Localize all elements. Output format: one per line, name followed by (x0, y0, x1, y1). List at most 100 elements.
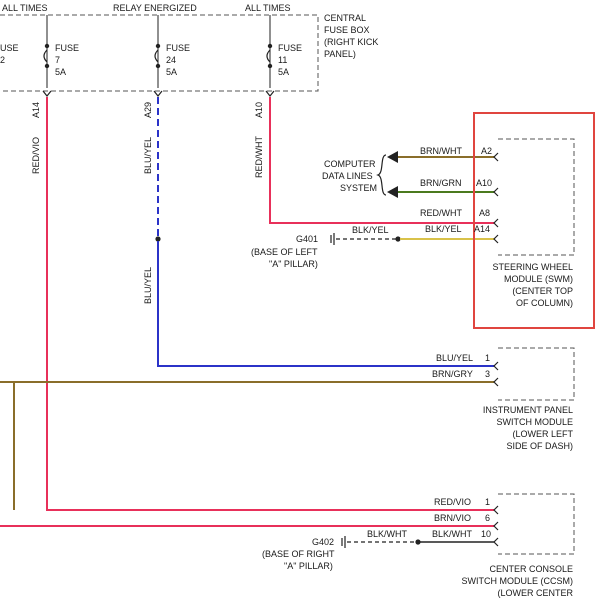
ipsm-pins: BLU/YEL 1 BRN/GRY 3 (432, 353, 490, 379)
svg-text:FUSE: FUSE (55, 43, 79, 53)
svg-text:11: 11 (278, 55, 287, 65)
ground-splice (395, 236, 401, 242)
fuse-partial-number: 2 (0, 55, 5, 65)
svg-text:24: 24 (166, 55, 176, 65)
svg-text:STEERING WHEEL: STEERING WHEEL (492, 262, 573, 272)
swm-title: STEERING WHEEL MODULE (SWM) (CENTER TOP … (492, 262, 573, 308)
arrow-brn-grn-icon (387, 186, 398, 198)
arrow-brn-wht-icon (387, 151, 398, 163)
ccsm-outline (498, 493, 575, 555)
svg-text:RED/WHT: RED/WHT (420, 208, 462, 218)
svg-text:(LOWER LEFT: (LOWER LEFT (512, 429, 573, 439)
wire-label-red-wht: RED/WHT (254, 136, 264, 178)
g402-wire-label: BLK/WHT (367, 529, 408, 539)
fuse-box-outline (0, 14, 319, 92)
svg-text:A2: A2 (481, 146, 492, 156)
svg-text:6: 6 (485, 513, 490, 523)
ipsm-outline (498, 347, 575, 401)
svg-text:FUSE BOX: FUSE BOX (324, 25, 370, 35)
svg-text:5A: 5A (166, 67, 177, 77)
wire-red-vio (46, 97, 494, 511)
g401-id: G401 (296, 234, 318, 244)
connector-a29-icon (153, 90, 163, 97)
wire-label-red-vio: RED/VIO (31, 137, 41, 174)
g402-location: (BASE OF RIGHT "A" PILLAR) (262, 549, 335, 571)
svg-text:PANEL): PANEL) (324, 49, 356, 59)
svg-text:BLK/YEL: BLK/YEL (425, 224, 462, 234)
svg-text:(BASE OF RIGHT: (BASE OF RIGHT (262, 549, 335, 559)
svg-text:OF COLUMN): OF COLUMN) (516, 298, 573, 308)
terminal-a29: A29 (143, 102, 153, 118)
fuse-partial-label: USE (0, 43, 19, 53)
ipsm-pin-connectors (493, 361, 499, 387)
svg-text:1: 1 (485, 497, 490, 507)
svg-text:BLU/YEL: BLU/YEL (436, 353, 473, 363)
g401-wire-label: BLK/YEL (352, 225, 389, 235)
hot-at-all-times-left: ALL TIMES (2, 3, 48, 13)
svg-text:1: 1 (485, 353, 490, 363)
svg-text:(BASE OF LEFT: (BASE OF LEFT (251, 247, 318, 257)
svg-text:CENTER CONSOLE: CENTER CONSOLE (489, 564, 573, 574)
svg-text:INSTRUMENT PANEL: INSTRUMENT PANEL (483, 405, 573, 415)
swm-highlight-frame (473, 112, 595, 329)
splice-point (155, 236, 161, 242)
wire-brn-gry (13, 381, 494, 510)
svg-text:3: 3 (485, 369, 490, 379)
wire-label-blu-yel-lower: BLU/YEL (143, 267, 153, 304)
ground-g402-icon (341, 536, 346, 548)
svg-text:FUSE: FUSE (278, 43, 302, 53)
svg-text:SYSTEM: SYSTEM (340, 183, 377, 193)
fuse-7: FUSE 7 5A (43, 15, 79, 88)
terminal-a10: A10 (254, 102, 264, 118)
svg-text:FUSE: FUSE (166, 43, 190, 53)
connector-a10-icon (265, 90, 275, 97)
svg-text:A8: A8 (479, 208, 490, 218)
swm-pins: BRN/WHT A2 BRN/GRN A10 RED/WHT A8 BLK/YE… (420, 146, 492, 234)
ccsm-title: CENTER CONSOLE SWITCH MODULE (CCSM) (LOW… (462, 564, 574, 598)
bracket-icon (376, 154, 387, 196)
wire-blu-yel (157, 241, 494, 367)
svg-text:BRN/VIO: BRN/VIO (434, 513, 471, 523)
ccsm-pins: RED/VIO 1 BRN/VIO 6 BLK/WHT 10 (432, 497, 491, 539)
svg-text:"A" PILLAR): "A" PILLAR) (269, 259, 318, 269)
svg-text:SIDE OF DASH): SIDE OF DASH) (506, 441, 573, 451)
svg-text:7: 7 (55, 55, 60, 65)
svg-text:BRN/WHT: BRN/WHT (420, 146, 462, 156)
svg-text:10: 10 (481, 529, 491, 539)
svg-text:COMPUTER: COMPUTER (324, 159, 376, 169)
svg-text:BLK/WHT: BLK/WHT (432, 529, 473, 539)
ground-g401-icon (330, 233, 335, 245)
svg-text:"A" PILLAR): "A" PILLAR) (284, 561, 333, 571)
svg-text:BRN/GRY: BRN/GRY (432, 369, 473, 379)
svg-text:MODULE (SWM): MODULE (SWM) (504, 274, 573, 284)
connector-a14-icon (42, 90, 52, 97)
ground-splice-g402 (415, 539, 421, 545)
fuse-11: FUSE 11 5A (266, 15, 302, 88)
svg-text:(CENTER TOP: (CENTER TOP (512, 286, 573, 296)
computer-data-lines-label: COMPUTER DATA LINES SYSTEM (322, 159, 377, 193)
g402-id: G402 (312, 537, 334, 547)
svg-text:DATA LINES: DATA LINES (322, 171, 373, 181)
svg-text:A14: A14 (474, 224, 490, 234)
wire-red-wht (269, 97, 494, 224)
svg-text:5A: 5A (278, 67, 289, 77)
g401-location: (BASE OF LEFT "A" PILLAR) (251, 247, 318, 269)
svg-text:SWITCH MODULE (CCSM): SWITCH MODULE (CCSM) (462, 576, 574, 586)
wire-label-blu-yel-upper: BLU/YEL (143, 137, 153, 174)
ipsm-title: INSTRUMENT PANEL SWITCH MODULE (LOWER LE… (483, 405, 574, 451)
svg-text:CENTRAL: CENTRAL (324, 13, 366, 23)
ccsm-pin-connectors (493, 505, 499, 547)
svg-text:5A: 5A (55, 67, 66, 77)
hot-relay-energized: RELAY ENERGIZED (113, 3, 197, 13)
svg-text:BRN/GRN: BRN/GRN (420, 178, 462, 188)
swm-outline (498, 138, 575, 256)
svg-text:A10: A10 (476, 178, 492, 188)
svg-text:RED/VIO: RED/VIO (434, 497, 471, 507)
hot-at-all-times-right: ALL TIMES (245, 3, 291, 13)
fuse-24: FUSE 24 5A (154, 15, 190, 88)
fuse-box-label: CENTRAL FUSE BOX (RIGHT KICK PANEL) (324, 13, 378, 59)
swm-pin-connectors (493, 152, 499, 244)
svg-text:(RIGHT KICK: (RIGHT KICK (324, 37, 378, 47)
terminal-a14: A14 (31, 102, 41, 118)
